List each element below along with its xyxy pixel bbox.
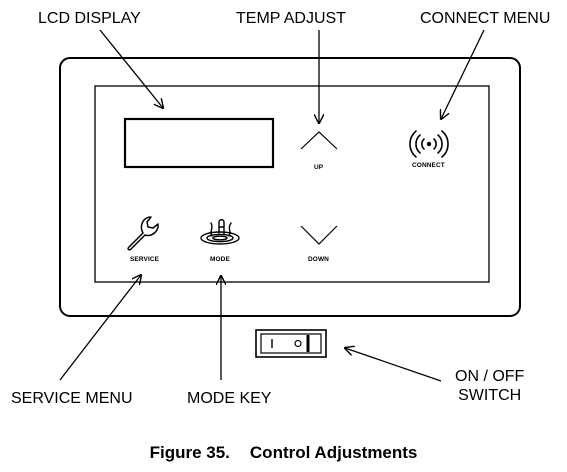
service-menu-arrow — [59, 275, 141, 381]
lcd-display — [123, 117, 275, 169]
temp-adjust-callout: TEMP ADJUST — [236, 10, 346, 27]
figure-caption: Figure 35. Control Adjustments — [0, 443, 567, 463]
up-button-label: UP — [314, 164, 324, 171]
hot-tub-icon[interactable] — [200, 219, 240, 245]
wireless-icon[interactable] — [409, 130, 449, 158]
down-button-label: DOWN — [308, 256, 329, 263]
on-off-switch[interactable] — [255, 329, 327, 358]
mode-key-callout: MODE KEY — [187, 390, 272, 407]
control-housing — [59, 57, 521, 317]
switch-rocker[interactable] — [260, 333, 322, 354]
control-panel — [94, 85, 490, 283]
connect-menu-callout: CONNECT MENU — [420, 10, 551, 27]
on-off-callout-line1: ON / OFF — [455, 368, 525, 385]
service-menu-callout: SERVICE MENU — [11, 390, 133, 407]
figure-number: Figure 35. — [149, 443, 230, 462]
up-chevron-icon[interactable] — [300, 131, 338, 150]
on-off-callout-line2: SWITCH — [458, 387, 522, 404]
service-button-label: SERVICE — [130, 256, 160, 263]
switch-off-symbol — [294, 339, 302, 348]
connect-button-label: CONNECT — [412, 162, 445, 169]
on-off-switch-callout: ON / OFF SWITCH — [455, 367, 524, 405]
mode-button-label: MODE — [210, 256, 230, 263]
down-chevron-icon[interactable] — [300, 225, 338, 245]
lcd-display-callout: LCD DISPLAY — [38, 10, 141, 27]
lcd-display-arrow — [99, 29, 163, 108]
on-off-switch-arrow — [345, 348, 442, 382]
connect-menu-arrow — [441, 29, 485, 119]
figure-title: Control Adjustments — [249, 443, 418, 462]
wrench-icon[interactable] — [127, 216, 159, 251]
